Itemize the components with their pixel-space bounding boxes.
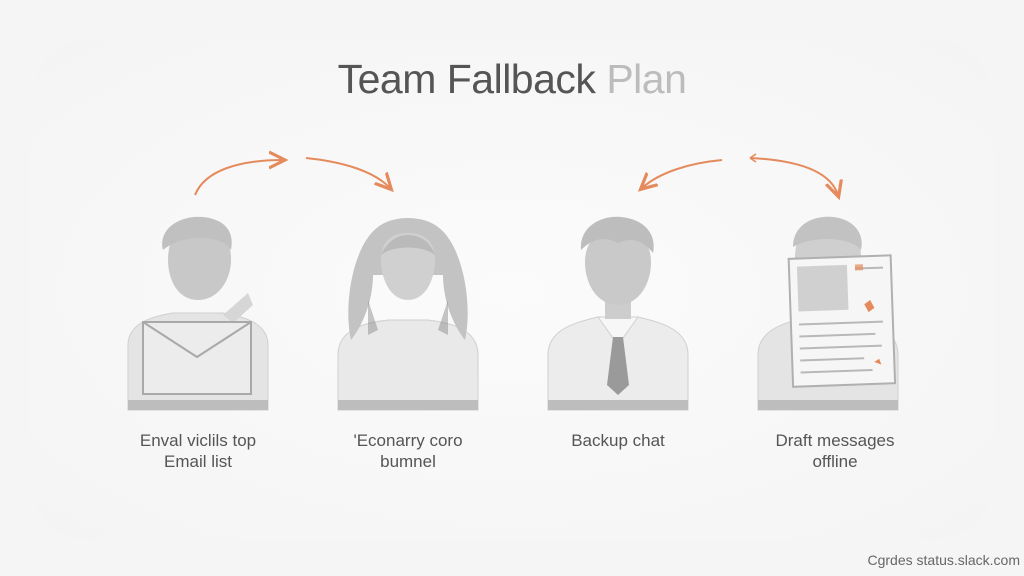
arrow-3 (642, 159, 723, 188)
step-1-line-2: Email list (163, 452, 232, 471)
title-faded: Plan (606, 56, 687, 102)
step-label-3: Backup chat (518, 430, 718, 451)
step-3-line-1: Backup chat (571, 431, 665, 450)
step-label-1: Enval viclils top Email list (98, 430, 298, 472)
step-4-line-2: offline (812, 452, 858, 471)
step-1-line-1: Enval viclils top (139, 431, 257, 450)
title-main: Team Fallback (337, 56, 596, 102)
arrow-2 (305, 157, 390, 188)
arrow-4 (749, 157, 838, 195)
step-label-4: Draft messages offline (735, 430, 935, 472)
arrow-4-tail (749, 153, 757, 163)
step-2-line-1: 'Econarry coro (353, 431, 463, 450)
arrow-1 (194, 160, 283, 196)
step-label-2: 'Econarry coro bumnel (308, 430, 508, 472)
businessman-person-icon (543, 205, 693, 415)
step-4-line-1: Draft messages (775, 431, 895, 450)
document-person-icon (753, 205, 903, 415)
footer-source: Cgrdes status.slack.com (867, 552, 1021, 568)
step-2-line-2: bumnel (380, 452, 436, 471)
woman-person-icon (333, 205, 483, 415)
page-title: Team Fallback Plan (0, 56, 1024, 103)
email-person-icon (123, 205, 273, 415)
